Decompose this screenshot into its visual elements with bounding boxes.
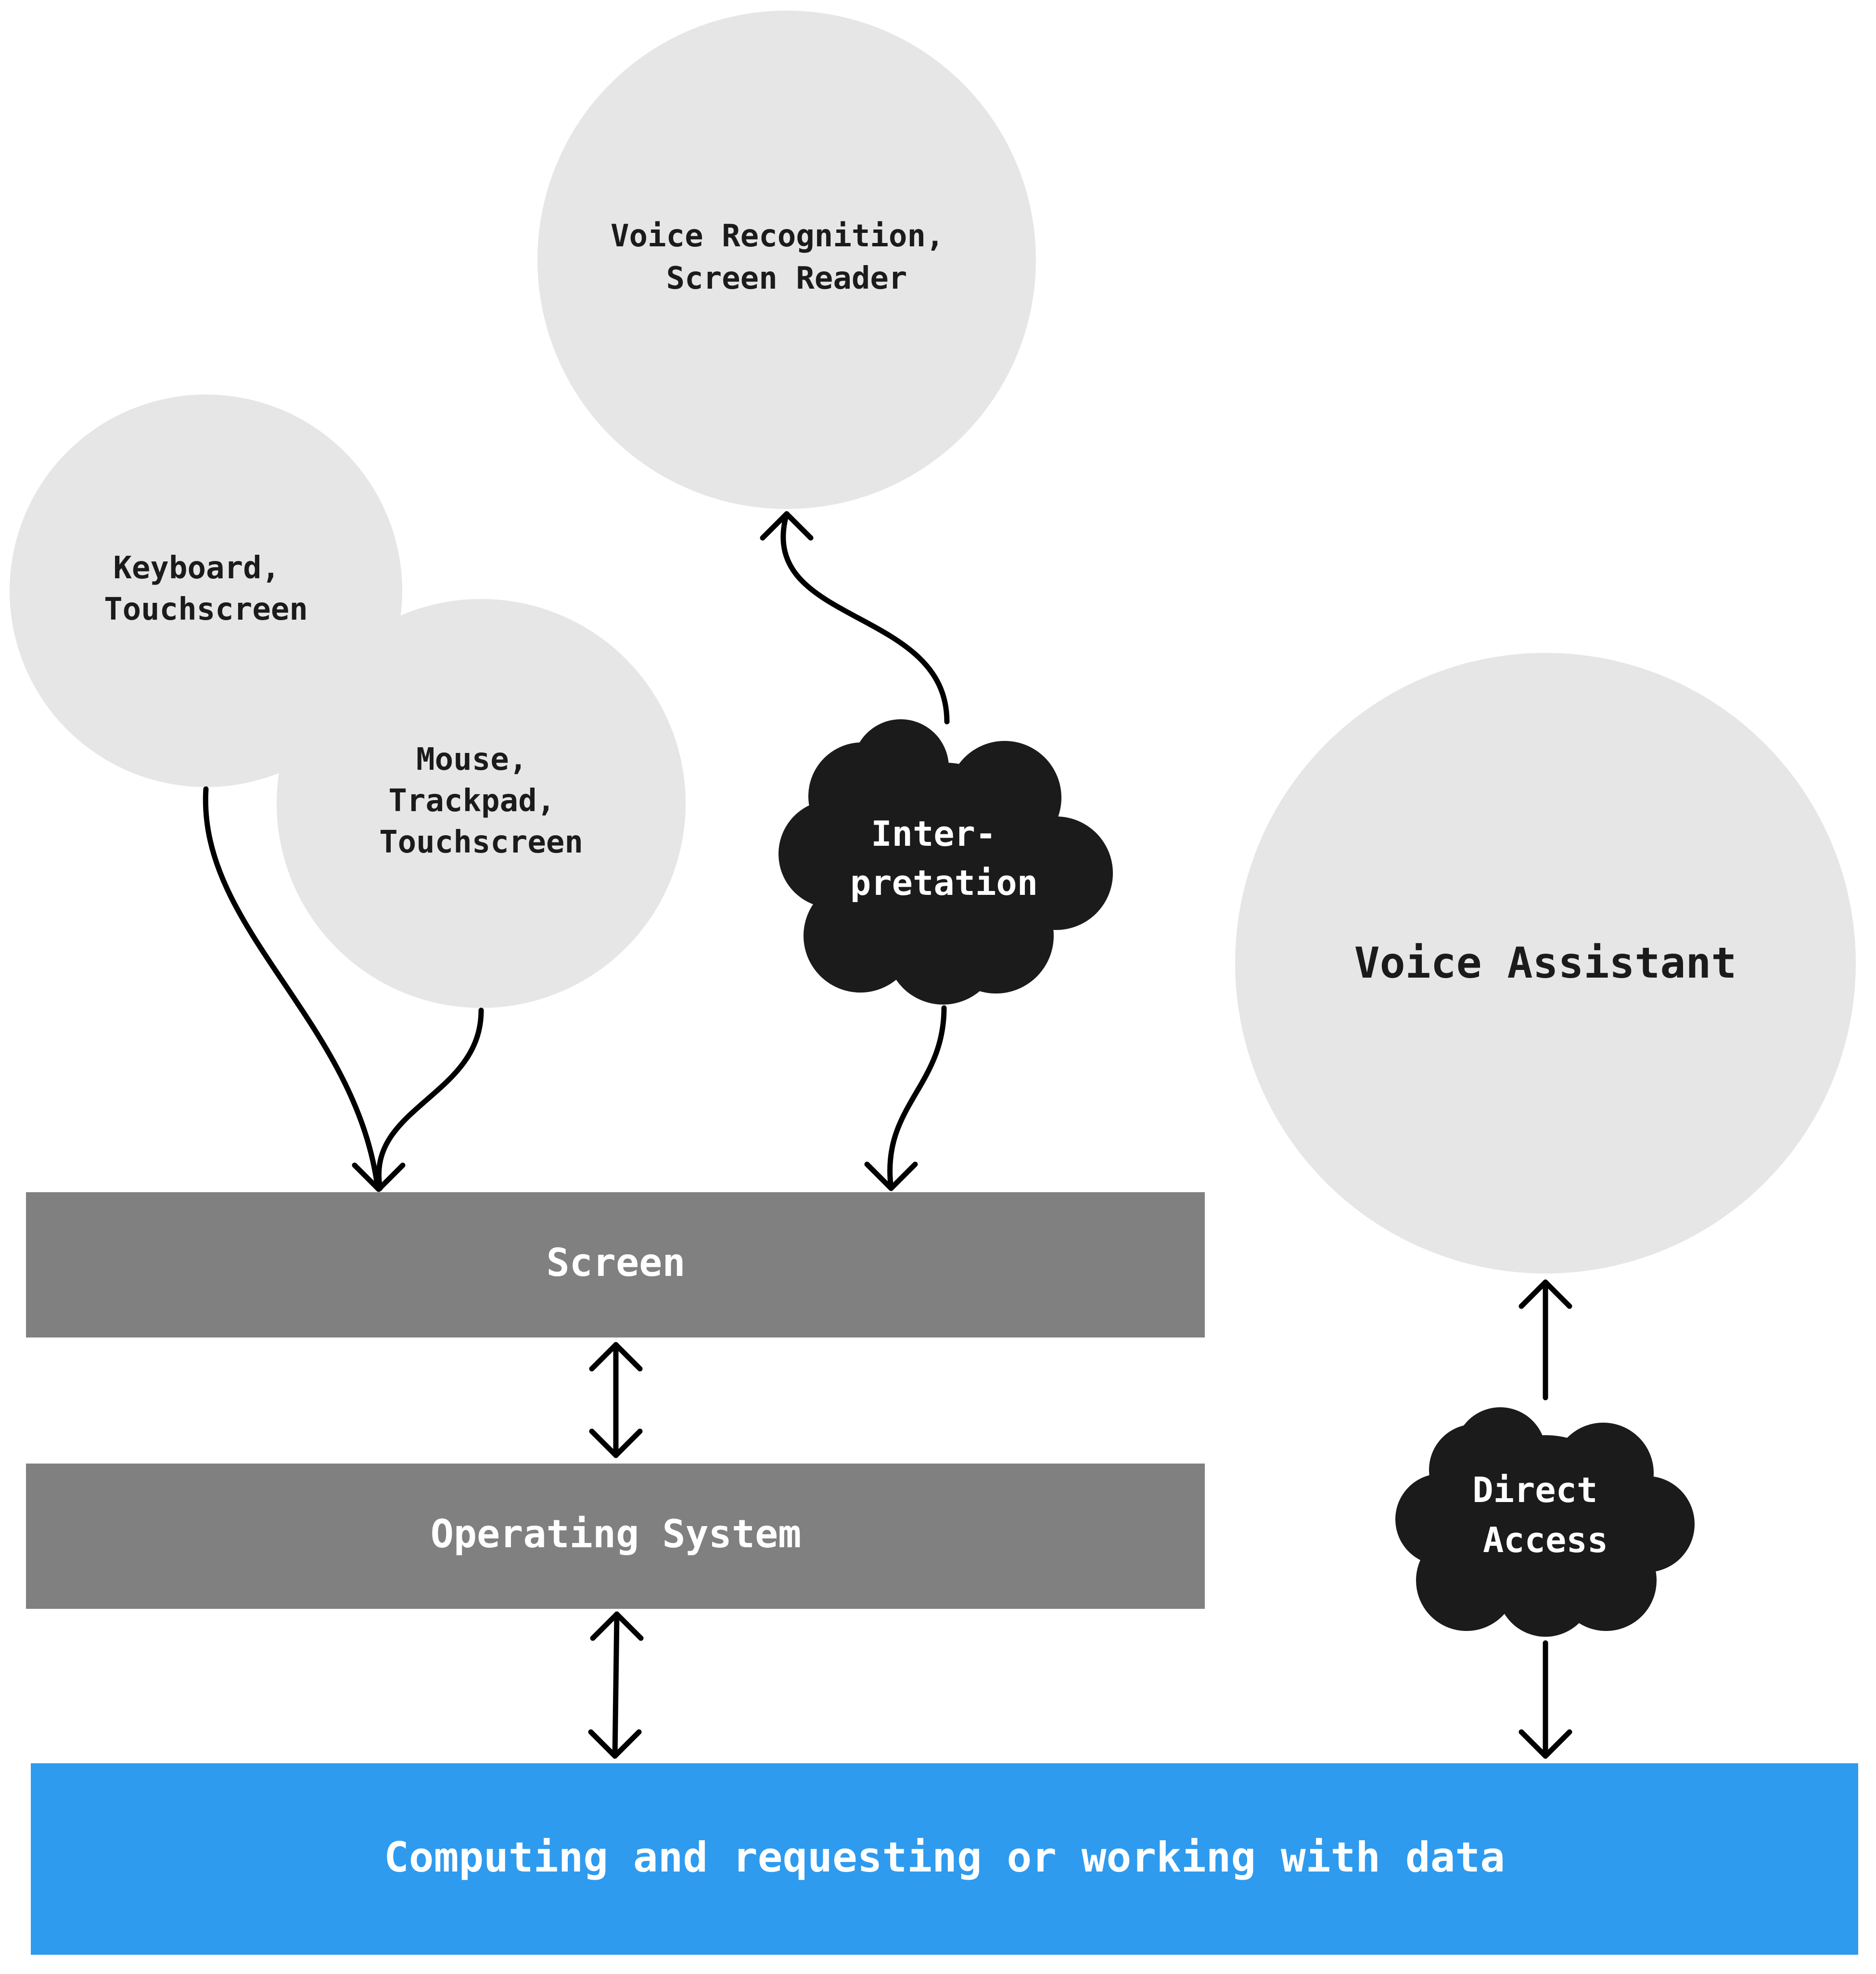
os-data-double-arrow bbox=[612, 1611, 620, 1759]
voice-recognition-line1: Voice Recognition, bbox=[611, 218, 944, 254]
voice-recognition-label: Voice Recognition, Screen Reader bbox=[611, 218, 963, 296]
direct-access-cloud bbox=[1395, 1407, 1695, 1637]
mouse-circle bbox=[277, 599, 686, 1008]
interpretation-to-voice-recognition-arrow bbox=[780, 511, 950, 725]
data-bar bbox=[31, 1763, 1858, 1955]
interpretation-line1: Inter- bbox=[871, 814, 996, 854]
voice-assistant-label: Voice Assistant bbox=[1354, 938, 1737, 988]
interpretation-to-screen-arrowhead bbox=[864, 1161, 918, 1191]
voice-recognition-line2: Screen Reader bbox=[666, 261, 907, 296]
direct-access-to-voice-assistant-arrowhead bbox=[1519, 1279, 1572, 1309]
os-data-arrowhead-up bbox=[590, 1611, 644, 1641]
screen-bar bbox=[26, 1192, 1205, 1337]
voice-recognition-circle bbox=[537, 11, 1036, 509]
mouse-label: Mouse, Trackpad, Touchscreen bbox=[379, 742, 583, 860]
interpretation-to-voice-recognition-arrowhead bbox=[760, 511, 814, 541]
keyboard-line2: Touchscreen bbox=[104, 592, 308, 627]
interpretation-label: Inter- pretation bbox=[850, 814, 1038, 903]
operating-system-label: Operating System bbox=[431, 1512, 802, 1556]
keyboard-label: Keyboard, Touchscreen bbox=[104, 550, 308, 627]
direct-access-label: Direct Access bbox=[1472, 1470, 1618, 1560]
operating-system-bar bbox=[26, 1464, 1205, 1609]
data-label: Computing and requesting or working with… bbox=[384, 1834, 1505, 1882]
mouse-line1: Mouse, bbox=[416, 742, 527, 777]
os-data-arrowhead-down bbox=[588, 1729, 642, 1759]
mouse-to-screen-arrow bbox=[376, 1007, 484, 1191]
direct-access-to-data-arrowhead bbox=[1519, 1729, 1572, 1759]
screen-os-arrowhead-up bbox=[589, 1342, 643, 1372]
direct-access-line2: Access bbox=[1483, 1520, 1608, 1560]
interpretation-to-screen-arrow bbox=[887, 1005, 947, 1191]
voice-assistant-circle bbox=[1235, 653, 1856, 1274]
mouse-line3: Touchscreen bbox=[379, 825, 583, 860]
direct-access-line1: Direct bbox=[1472, 1470, 1597, 1510]
keyboard-line1: Keyboard, bbox=[113, 550, 280, 586]
screen-os-arrowhead-down bbox=[589, 1428, 643, 1458]
mouse-line2: Trackpad, bbox=[388, 783, 555, 819]
keyboard-circle bbox=[10, 395, 402, 787]
keyboard-to-screen-arrow bbox=[203, 786, 381, 1191]
connectors bbox=[203, 511, 1572, 1759]
screen-label: Screen bbox=[547, 1240, 686, 1285]
interpretation-cloud bbox=[778, 719, 1113, 1005]
interpretation-line2: pretation bbox=[850, 863, 1038, 903]
